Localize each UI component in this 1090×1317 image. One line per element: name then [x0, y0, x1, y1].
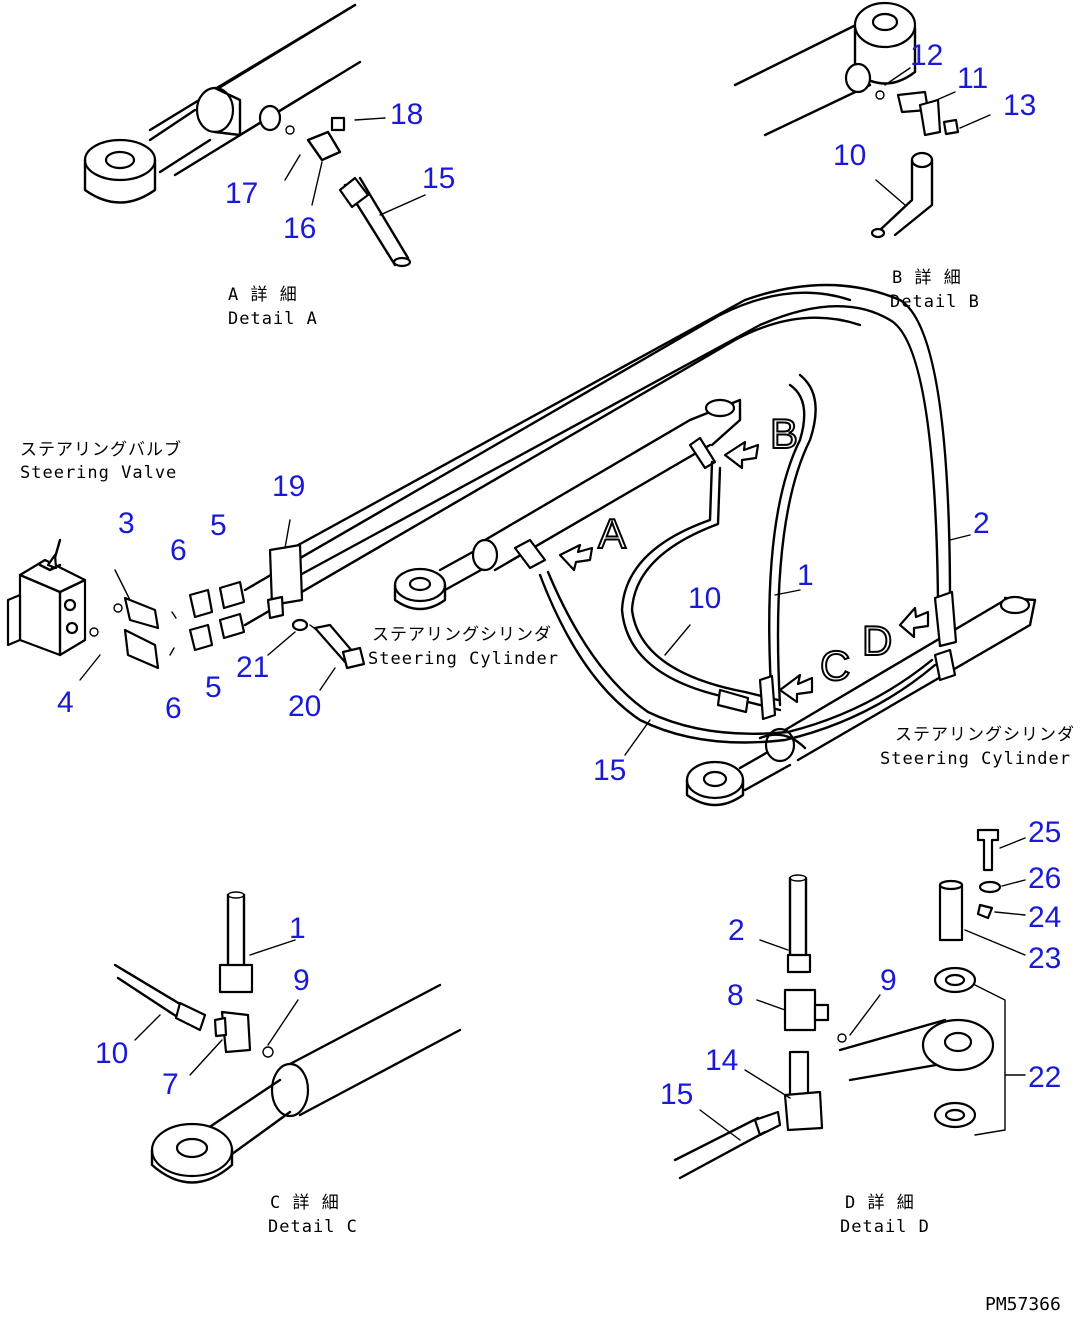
callout-8: 8 — [727, 979, 744, 1012]
detail-a-title-en: Detail A — [228, 309, 318, 329]
view-arrows — [558, 440, 930, 704]
callout-6-bottom: 6 — [165, 692, 182, 725]
detail-c-title-en: Detail C — [268, 1217, 358, 1237]
detail-c-title-jp: C 詳 細 — [270, 1193, 340, 1213]
callout-4: 4 — [57, 686, 74, 719]
cylinder-hoses — [538, 373, 971, 756]
steering-cylinder-right-jp: ステアリングシリンダ — [895, 725, 1075, 745]
steering-cylinder-right — [685, 590, 1037, 807]
callout-16: 16 — [283, 212, 316, 245]
callout-10-detail-b: 10 — [833, 139, 866, 172]
detail-b-title-jp: B 詳 細 — [892, 268, 962, 288]
callout-21: 21 — [236, 651, 269, 684]
callout-9-detail-d: 9 — [880, 964, 897, 997]
view-letter-b: B — [770, 410, 798, 457]
callout-7: 7 — [162, 1068, 179, 1101]
callout-1-detail-c: 1 — [289, 912, 306, 945]
callout-19: 19 — [272, 470, 305, 503]
valve-hoses — [243, 283, 952, 641]
detail-d-title-jp: D 詳 細 — [845, 1193, 915, 1213]
detail-d-drawing — [673, 828, 1026, 1180]
callout-15-detail-d: 15 — [660, 1078, 693, 1111]
view-letter-a: A — [598, 510, 626, 557]
callout-6-top: 6 — [170, 534, 187, 567]
callout-10: 10 — [688, 582, 721, 615]
callout-10-detail-c: 10 — [95, 1037, 128, 1070]
callout-5-top: 5 — [210, 509, 227, 542]
steering-cylinder-right-en: Steering Cylinder — [880, 749, 1071, 769]
steering-cylinder-left — [393, 398, 742, 611]
steering-valve-label-en: Steering Valve — [20, 463, 177, 483]
callout-9-detail-c: 9 — [293, 964, 310, 997]
callout-17: 17 — [225, 177, 258, 210]
drawing-code: PM57366 — [985, 1294, 1061, 1315]
callout-2: 2 — [973, 507, 990, 540]
detail-a-drawing — [83, 3, 426, 268]
detail-d-title-en: Detail D — [840, 1217, 930, 1237]
callout-25: 25 — [1028, 816, 1061, 849]
detail-b-drawing — [733, 1, 991, 239]
detail-b-title-en: Detail B — [890, 292, 980, 312]
steering-cylinder-left-jp: ステアリングシリンダ — [372, 625, 552, 645]
steering-valve-label-jp: ステアリングバルブ — [20, 439, 182, 460]
callout-20: 20 — [288, 690, 321, 723]
callout-23: 23 — [1028, 942, 1061, 975]
callout-12: 12 — [910, 39, 943, 72]
callout-11: 11 — [957, 62, 988, 95]
callout-24: 24 — [1028, 901, 1061, 934]
view-letter-d: D — [862, 617, 892, 664]
bolt-20-washer-21 — [267, 618, 366, 691]
callout-15: 15 — [593, 754, 626, 787]
callout-13: 13 — [1003, 89, 1036, 122]
callout-3: 3 — [118, 507, 135, 540]
callout-22: 22 — [1028, 1061, 1061, 1094]
callout-2-detail-d: 2 — [728, 914, 745, 947]
callout-15-detail-a: 15 — [422, 162, 455, 195]
steering-valve — [6, 538, 246, 681]
callout-5-bottom: 5 — [205, 671, 222, 704]
detail-a-title-jp: A 詳 細 — [228, 285, 298, 305]
view-letter-c: C — [820, 642, 850, 689]
steering-cylinder-left-en: Steering Cylinder — [368, 649, 559, 669]
callout-18: 18 — [390, 98, 423, 131]
callout-26: 26 — [1028, 862, 1061, 895]
detail-c-drawing — [113, 891, 462, 1184]
callout-1: 1 — [797, 559, 814, 592]
callout-14: 14 — [705, 1044, 738, 1077]
